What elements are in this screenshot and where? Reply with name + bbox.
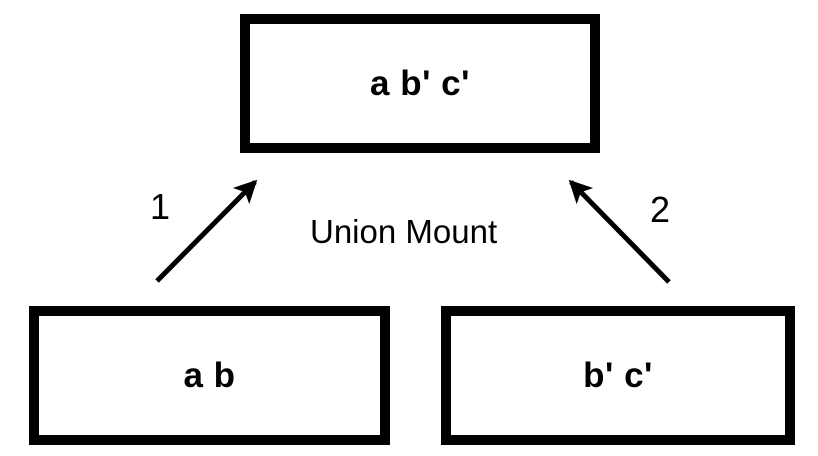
node-label-merged: a b' c' bbox=[370, 64, 470, 103]
node-box-lower-right: b' c' bbox=[441, 306, 795, 445]
arrow-label-1: 1 bbox=[150, 186, 171, 227]
union-mount-caption: Union Mount bbox=[310, 213, 498, 250]
arrow-1-line bbox=[155, 179, 258, 283]
node-box-lower-left: a b bbox=[29, 306, 390, 445]
node-box-merged: a b' c' bbox=[240, 14, 600, 153]
node-label-lower-left: a b bbox=[183, 356, 236, 395]
node-label-lower-right: b' c' bbox=[583, 356, 653, 395]
arrow-label-2: 2 bbox=[650, 189, 671, 230]
